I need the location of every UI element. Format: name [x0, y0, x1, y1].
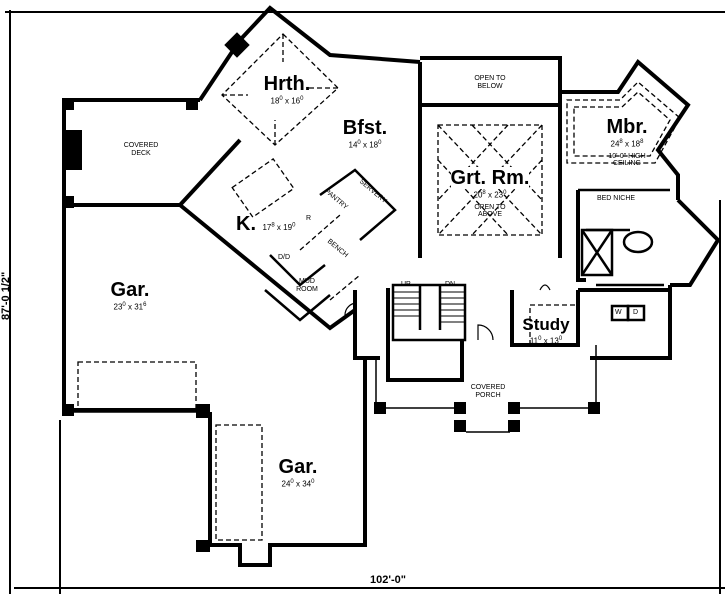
room-master-note: 10'-0" HIGH CEILING [608, 152, 646, 168]
stair-treads [393, 291, 465, 323]
bed-niche-label: BED NICHE [596, 195, 636, 202]
interior-walls [264, 168, 670, 342]
room-garage-1-dims: 230 x 316 [113, 302, 147, 312]
room-garage-2-name: Gar. [278, 456, 318, 478]
room-breakfast: Bfst. 140 x 180 [335, 118, 395, 150]
room-kitchen-name: K. [236, 213, 256, 235]
room-master-name: Mbr. [606, 116, 648, 138]
room-hearth: Hrth. 180 x 160 [252, 74, 322, 106]
room-garage-1: Gar. 230 x 316 [100, 280, 160, 312]
columns [62, 32, 600, 552]
room-kitchen: K. 178 x 190 [236, 214, 306, 234]
mud-room-label: MUD ROOM [296, 278, 318, 293]
exterior-walls [62, 5, 721, 567]
room-garage-2-dims: 240 x 340 [281, 479, 315, 489]
room-master-dims: 248 x 188 [610, 139, 644, 149]
room-study: Study 110 x 130 [514, 316, 578, 346]
overall-depth-dimension: 87'-0 1/2" [0, 271, 12, 320]
room-kitchen-dims: 178 x 190 [262, 222, 296, 232]
room-great-room-name: Grt. Rm. [450, 167, 530, 189]
door-swings [344, 284, 551, 341]
covered-deck-label: COVERED DECK [123, 142, 159, 157]
room-breakfast-name: Bfst. [342, 117, 388, 139]
room-garage-2: Gar. 240 x 340 [268, 457, 328, 489]
dimension-lines [5, 10, 725, 594]
ceiling-dashed-lines [77, 33, 681, 541]
room-hearth-name: Hrth. [263, 73, 311, 95]
room-breakfast-dims: 140 x 180 [348, 140, 382, 150]
room-study-name: Study [522, 315, 570, 334]
covered-porch-label: COVERED PORCH [470, 384, 506, 399]
open-to-below-label: OPEN TO BELOW [474, 75, 506, 90]
room-garage-1-name: Gar. [110, 279, 150, 301]
stairs-up-label: UP [401, 281, 411, 288]
dryer-label: D [633, 309, 639, 316]
porch-rails [74, 345, 597, 433]
dishwasher-label: D/D [278, 254, 291, 261]
room-great-room: Grt. Rm. 208 x 230 OPEN TO ABOVE [440, 167, 540, 219]
room-study-dims: 110 x 130 [529, 336, 563, 346]
washer-label: W [615, 309, 622, 316]
overall-width-dimension: 102'-0" [370, 574, 406, 586]
room-great-room-note: OPEN TO ABOVE [474, 203, 506, 219]
room-great-room-dims: 208 x 230 [473, 190, 507, 200]
room-master: Mbr. 248 x 188 10'-0" HIGH CEILING [592, 117, 662, 168]
stairs-down-label: DN [445, 281, 456, 288]
refrigerator-label: R [306, 215, 312, 222]
room-hearth-dims: 180 x 160 [270, 96, 304, 106]
